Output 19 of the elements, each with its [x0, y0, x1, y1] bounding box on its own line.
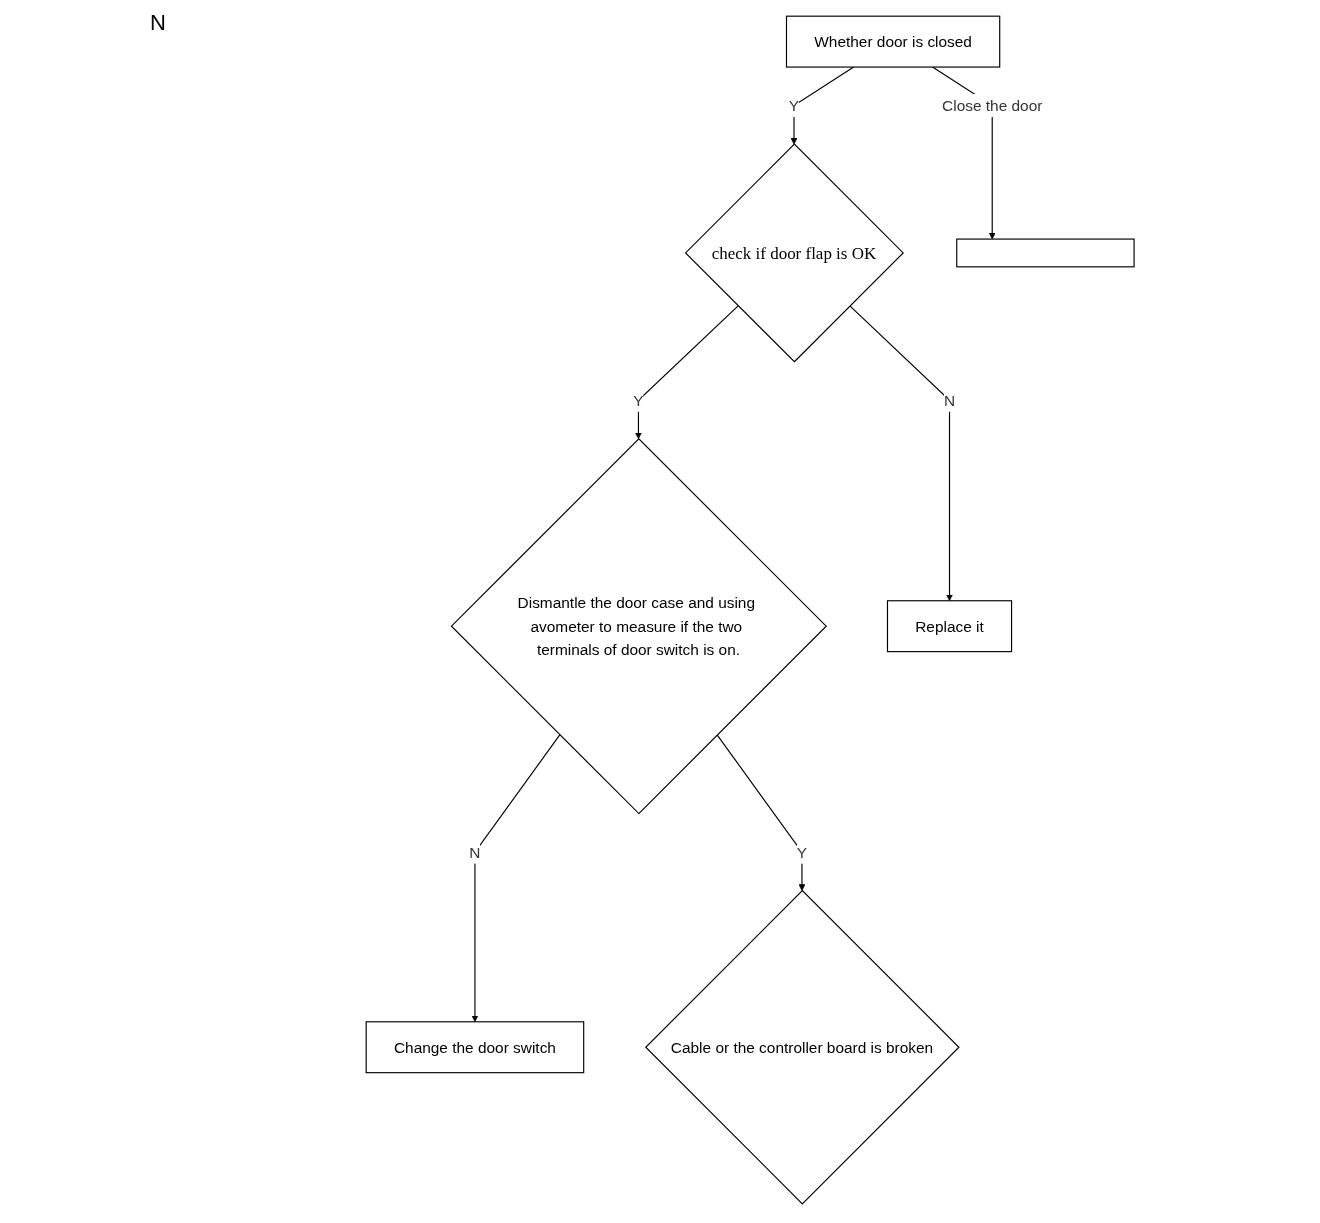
- node-box: Whether door is closed: [785, 15, 1001, 68]
- node-box: [956, 238, 1135, 268]
- node-diamond: Dismantle the door case and using avometer to measure if the two terminals of door switch is on.: [450, 438, 827, 815]
- arrow: [634, 305, 739, 440]
- arrow: [716, 734, 806, 891]
- edge-label: N: [469, 843, 481, 861]
- arrow: [471, 734, 561, 1023]
- edge-label: N: [943, 391, 955, 409]
- edge-label: Y: [788, 97, 800, 115]
- arrow: [849, 305, 953, 602]
- node-box: Change the door switch: [365, 1021, 585, 1074]
- edge-label: Y: [796, 843, 807, 861]
- edge-label: Y: [633, 391, 644, 409]
- node-diamond: Cable or the controller board is broken: [644, 889, 960, 1205]
- arrow: [790, 66, 855, 145]
- node-diamond: check if door flap is OK: [684, 143, 904, 363]
- node-box: Replace it: [886, 600, 1013, 653]
- edge-label: Close the door: [941, 97, 1043, 115]
- branch-label: N: [150, 10, 166, 36]
